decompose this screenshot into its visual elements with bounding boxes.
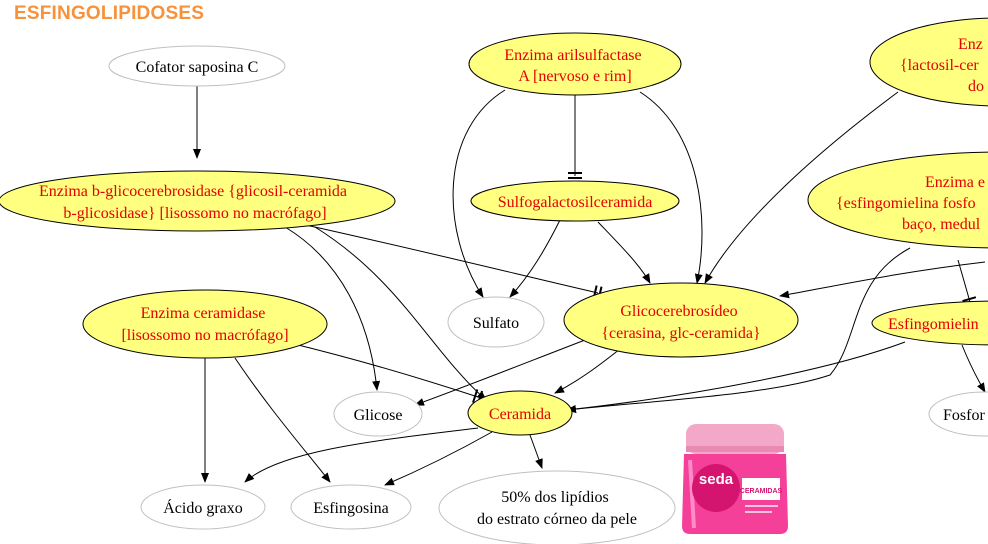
svg-text:CERAMIDAS: CERAMIDAS — [740, 488, 783, 495]
node-sulfato: Sulfato — [447, 296, 545, 348]
edge-sulfogal-sulfato — [509, 219, 561, 298]
node-acido: Ácido graxo — [140, 484, 266, 530]
edge-esfmielina-glicocer — [779, 261, 986, 299]
node-cofator: Cofator saposina C — [108, 45, 286, 87]
node-ceramida: Ceramida — [467, 390, 573, 436]
edge-esfingomielina-ceramida — [566, 341, 906, 413]
edge-bglico-glicocer — [291, 221, 603, 301]
svg-text:Enzima e {esfingomieli: Enzima e {esfingomielina fosfo baço, med… — [836, 174, 988, 233]
svg-text:Ceramida: Ceramida — [489, 406, 551, 423]
svg-text:Glicose: Glicose — [354, 407, 403, 424]
edge-sulfogal-glicocer — [597, 221, 651, 284]
product-jar-image: seda CERAMIDAS — [678, 420, 790, 540]
node-bglico: Enzima b-glicocerebrosidase {glicosil-ce… — [0, 170, 396, 232]
node-lipidios: 50% dos lipídios do estrato córneo da pe… — [438, 470, 676, 544]
svg-text:Cofator saposina C: Cofator saposina C — [136, 59, 259, 76]
svg-text:Fosfor: Fosfor — [943, 407, 985, 424]
edge-arilsulf-sulfato — [452, 89, 506, 298]
svg-text:Glicocerebrosídeo {cer: Glicocerebrosídeo {cerasina, glc-ceramid… — [601, 303, 760, 342]
edge-esfmielina-ceramida — [566, 247, 911, 414]
edge-ceramida-lipidios — [529, 434, 543, 469]
edge-esfmielina-esfingomielina — [957, 259, 978, 307]
edge-esfingomielina-fosfo — [961, 344, 986, 393]
edge-bglico-ceramida — [314, 226, 487, 401]
svg-text:Enzima ceramidase [lis: Enzima ceramidase [lisossomo no macrófag… — [121, 305, 288, 344]
edge-glicocer-glicose — [414, 334, 599, 406]
svg-text:Esfingosina: Esfingosina — [313, 500, 389, 517]
svg-text:Enzima b-glicocerebrosidase {g: Enzima b-glicocerebrosidase {glicosil-ce… — [39, 183, 351, 222]
svg-text:seda: seda — [699, 471, 734, 488]
page-title: ESFINGOLIPIDOSES — [14, 3, 205, 24]
edge-ceramidase-esfingosina — [234, 357, 331, 483]
svg-text:Esfingomielin: Esfingomielin — [888, 316, 979, 333]
node-glicocer: Glicocerebrosídeo {cerasina, glc-ceramid… — [563, 282, 799, 358]
node-esfmielina-enz: Enzima e {esfingomielina fosfo baço, med… — [807, 151, 988, 249]
edge-ceramidase-ceramida — [289, 342, 484, 405]
svg-text:Enzima arilsulfactase: Enzima arilsulfactase A [nervoso e rim] — [504, 47, 645, 85]
edge-lactosil-glicocer — [704, 91, 899, 284]
node-esfingosina: Esfingosina — [290, 484, 412, 530]
edge-ceramida-acido — [244, 427, 479, 483]
node-sulfogal: Sulfogalactosilceramida — [470, 180, 680, 222]
node-ceramidase: Enzima ceramidase [lisossomo no macrófag… — [82, 289, 328, 359]
jar-brand-disc — [692, 464, 740, 512]
svg-text:Sulfato: Sulfato — [473, 315, 519, 332]
node-glicose: Glicose — [333, 391, 423, 437]
node-esfingomielina: Esfingomielin — [871, 300, 988, 346]
edge-ceramida-esfingosina — [384, 431, 493, 486]
edge-arilsulf-glicocer — [639, 91, 703, 284]
node-fosfo: Fosfor — [928, 391, 988, 437]
svg-text:Sulfogalactosilceramida: Sulfogalactosilceramida — [498, 194, 653, 211]
svg-text:50% dos lipídios do es: 50% dos lipídios do estrato córneo da pe… — [477, 489, 637, 528]
jar-label-panel — [742, 478, 780, 500]
node-arilsulf: Enzima arilsulfactase A [nervoso e rim] — [468, 32, 682, 96]
node-lactosil: Enz {lactosil-cer do — [869, 17, 988, 107]
edge-glicocer-ceramida — [554, 344, 626, 394]
svg-text:Enz {lactosil-cer: Enz {lactosil-cer do — [900, 36, 987, 95]
svg-text:Ácido graxo: Ácido graxo — [163, 498, 243, 517]
